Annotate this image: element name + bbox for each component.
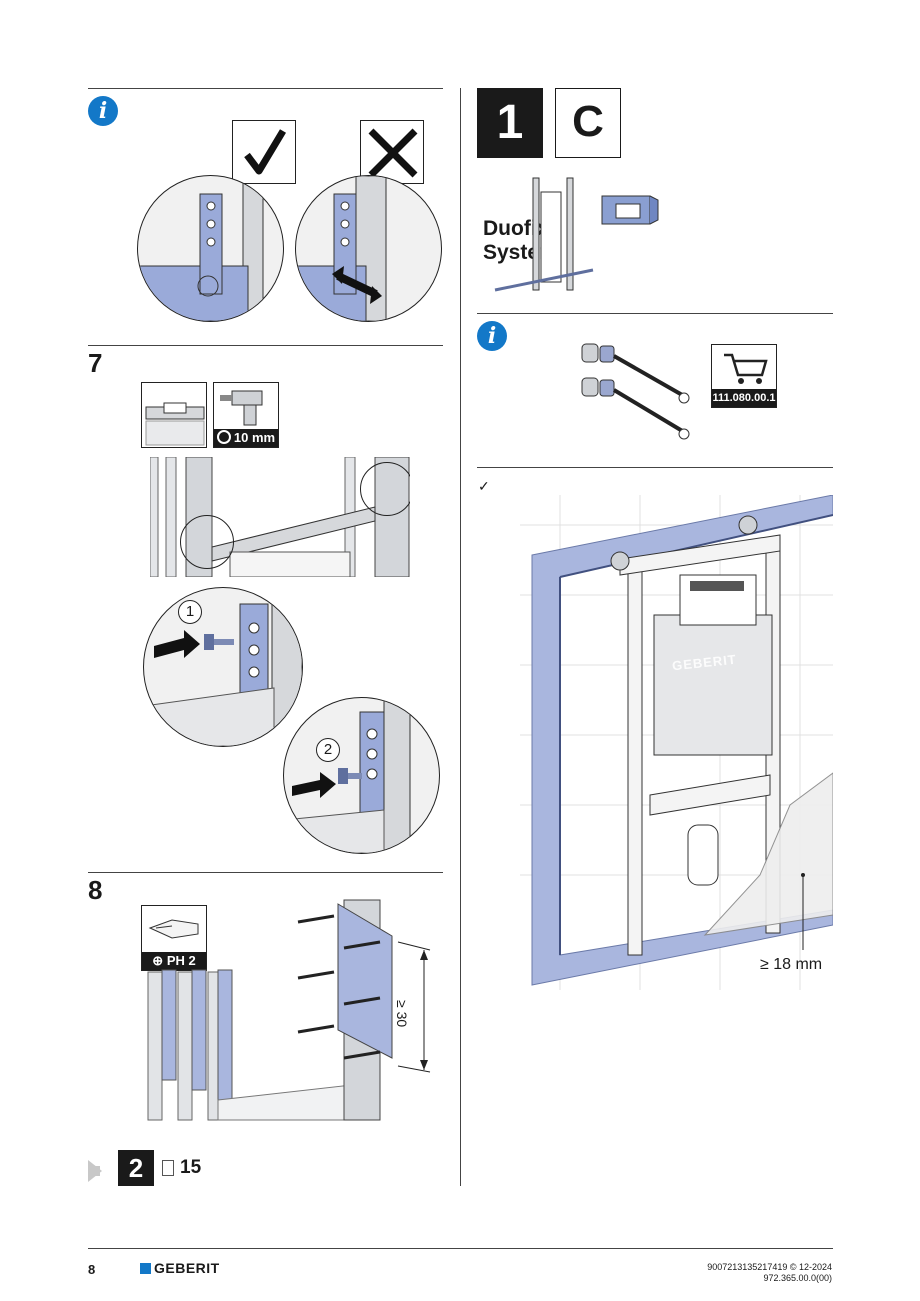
marker-2: 2	[316, 738, 340, 762]
rule-step7	[88, 345, 443, 346]
drill-size-label: 10 mm	[214, 429, 278, 447]
frame-overview-illustration	[150, 457, 410, 577]
rule-top-left	[88, 88, 443, 89]
column-divider	[460, 88, 461, 1186]
duofix-frame-icon	[494, 177, 594, 292]
doc-number: 972.365.00.0(00)	[763, 1273, 832, 1283]
spirit-level-tile	[141, 382, 207, 448]
screwdriver-tile: ⊕ PH 2	[141, 905, 207, 971]
doc-id: 9007213135217419 © 12-2024	[707, 1262, 832, 1272]
page-ref-icon	[162, 1160, 174, 1176]
info-icon: i	[88, 96, 118, 126]
screwdriver-size-label: ⊕ PH 2	[142, 952, 206, 970]
product-title-line1: Duofix	[483, 217, 549, 240]
screw-detail-2: 2	[283, 697, 440, 854]
brand-logo-square	[140, 1263, 151, 1274]
installation-illustration: GEBERIT	[520, 495, 833, 990]
screwdriver-icon	[148, 919, 199, 939]
bracket-part-icon	[601, 195, 659, 225]
drill-icon	[220, 390, 263, 426]
incorrect-tile	[360, 120, 424, 184]
info-icon-right: i	[477, 321, 507, 351]
correct-tile	[232, 120, 296, 184]
hex-icon	[216, 430, 231, 444]
shopping-cart-icon	[724, 353, 768, 384]
step-badge: 1	[477, 88, 543, 158]
footer-rule	[88, 1248, 833, 1249]
brand-logo: GEBERIT	[154, 1260, 220, 1276]
article-number: 111.080.00.1	[712, 389, 776, 407]
check-icon	[244, 129, 287, 175]
variant-badge: C	[555, 88, 621, 158]
rule-info-right	[477, 313, 833, 314]
check-mark: ✓	[478, 478, 490, 494]
order-tile: 111.080.00.1	[711, 344, 777, 408]
step-8-number: 8	[88, 875, 103, 905]
panel-screw-illustration: ≥ 30	[147, 899, 438, 1121]
next-page-number: 15	[180, 1157, 202, 1178]
page-number: 8	[88, 1262, 96, 1277]
dimension-30-label: ≥ 30	[394, 1000, 410, 1028]
incorrect-bracket-detail	[295, 175, 442, 322]
dimension-18mm-label: ≥ 18 mm	[760, 956, 823, 973]
correct-bracket-detail	[137, 175, 284, 322]
next-step-badge: 2	[118, 1150, 154, 1186]
screw-detail-1: 1	[143, 587, 303, 747]
anchor-bolts-illustration	[581, 343, 690, 440]
phillips-icon: ⊕	[152, 953, 164, 968]
cross-icon	[368, 128, 418, 178]
rule-step8	[88, 872, 443, 873]
step-7-number: 7	[88, 348, 103, 378]
rule-install-right	[477, 467, 833, 468]
spirit-level-icon	[145, 402, 205, 446]
drill-tile: 10 mm	[213, 382, 279, 448]
marker-1: 1	[178, 600, 202, 624]
